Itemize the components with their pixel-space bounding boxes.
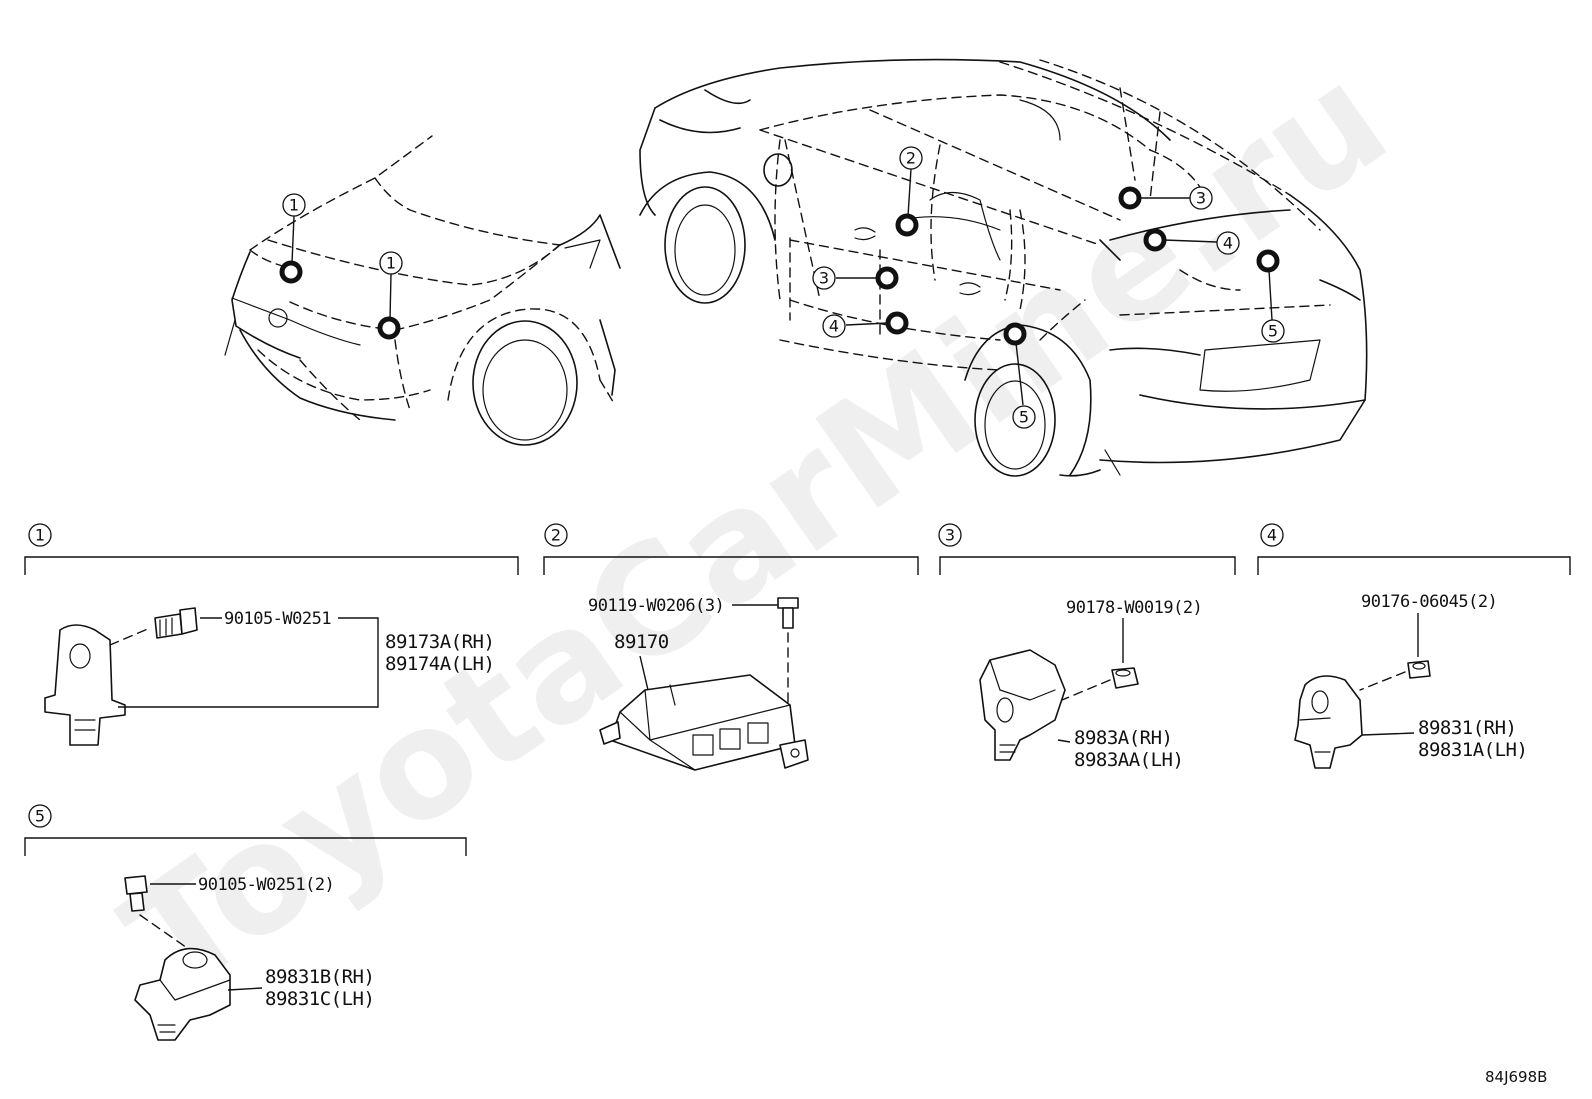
section-3-number: 3 — [938, 523, 962, 547]
callout-3-rear: 3 — [1189, 186, 1213, 210]
section-4-sensor — [1294, 675, 1363, 769]
marker-4-door — [885, 311, 909, 335]
section-3-bracket — [939, 556, 1236, 575]
section-5-number: 5 — [28, 804, 52, 828]
callout-5-wheel: 5 — [1012, 405, 1036, 429]
section-4-nut — [1407, 660, 1431, 679]
section-4-sensor-rh-part-number: 89831(RH) — [1418, 717, 1516, 739]
callout-4-rear: 4 — [1216, 231, 1240, 255]
svg-text:4: 4 — [1223, 234, 1233, 253]
marker-4-rear — [1143, 228, 1167, 252]
section-3-sensor-lh-part-number: 8983AA(LH) — [1074, 749, 1183, 771]
callout-leaders — [291, 168, 1273, 406]
section-2-bracket — [543, 556, 919, 575]
section-3: 3 90178-W0019(2) 8983A(RH) 8983AA(LH) — [938, 523, 1236, 771]
marker-1-right — [377, 316, 401, 340]
section-2-bolt — [777, 597, 799, 629]
callout-5-rear: 5 — [1261, 319, 1285, 343]
marker-5-wheel — [1003, 322, 1027, 346]
section-3-nut — [1111, 667, 1139, 689]
section-4-number: 4 — [1260, 523, 1284, 547]
section-5-sensor-rh-part-number: 89831B(RH) — [265, 966, 374, 988]
section-2-module-part-number: 89170 — [614, 631, 669, 653]
svg-text:1: 1 — [289, 196, 299, 215]
svg-text:4: 4 — [829, 317, 839, 336]
svg-text:1: 1 — [35, 526, 45, 545]
callout-3-door: 3 — [812, 266, 836, 290]
svg-text:1: 1 — [386, 254, 396, 273]
location-markers — [279, 186, 1280, 346]
section-1-bolt — [154, 607, 198, 639]
callout-4-door: 4 — [822, 314, 846, 338]
section-1-sensor — [44, 624, 126, 746]
section-5-bolt-part-number: 90105-W0251(2) — [198, 875, 334, 895]
section-5-bracket — [24, 837, 467, 856]
callout-1-left: 1 — [282, 193, 306, 217]
marker-2 — [895, 213, 919, 237]
section-2-bolt-part-number: 90119-W0206(3) — [588, 596, 724, 616]
section-3-nut-part-number: 90178-W0019(2) — [1066, 598, 1202, 618]
svg-text:2: 2 — [906, 149, 916, 168]
svg-text:2: 2 — [551, 526, 561, 545]
section-3-sensor — [979, 649, 1066, 761]
section-5-sensor — [134, 947, 231, 1041]
section-2-number: 2 — [544, 523, 568, 547]
section-5: 5 90105-W0251(2) 89831B(RH) 89831C(LH) — [24, 804, 467, 1041]
marker-5-rear — [1256, 249, 1280, 273]
callout-2: 2 — [899, 146, 923, 170]
svg-text:4: 4 — [1267, 526, 1277, 545]
svg-text:3: 3 — [819, 269, 829, 288]
section-1-number: 1 — [28, 523, 52, 547]
section-5-bolt — [124, 875, 148, 912]
section-3-sensor-rh-part-number: 8983A(RH) — [1074, 727, 1172, 749]
svg-text:3: 3 — [945, 526, 955, 545]
section-4: 4 90176-06045(2) 89831(RH) 89831A(LH) — [1257, 523, 1571, 769]
section-2: 2 90119-W0206(3) 89170 — [543, 523, 919, 771]
section-4-nut-part-number: 90176-06045(2) — [1361, 592, 1497, 612]
svg-text:5: 5 — [1268, 322, 1278, 341]
section-1-sensor-rh-part-number: 89173A(RH) — [385, 631, 494, 653]
airbag-ecu-module — [599, 674, 809, 771]
section-1-bolt-part-number: 90105-W0251 — [224, 609, 331, 629]
front-car-illustration — [224, 135, 621, 446]
section-4-sensor-lh-part-number: 89831A(LH) — [1418, 739, 1527, 761]
marker-3-rear — [1118, 186, 1142, 210]
section-1-bracket — [24, 556, 519, 575]
diagram-code: 84J698B — [1485, 1068, 1547, 1086]
section-5-sensor-lh-part-number: 89831C(LH) — [265, 988, 374, 1010]
svg-text:5: 5 — [35, 807, 45, 826]
svg-text:3: 3 — [1196, 189, 1206, 208]
marker-1-left — [279, 260, 303, 284]
marker-3-door — [875, 266, 899, 290]
svg-text:5: 5 — [1019, 408, 1029, 427]
section-1-sensor-lh-part-number: 89174A(LH) — [385, 653, 494, 675]
section-1: 1 90105-W0251 89173A(RH) 89174A(LH) — [24, 523, 519, 746]
section-4-bracket — [1257, 556, 1571, 575]
callout-1-right: 1 — [379, 251, 403, 275]
